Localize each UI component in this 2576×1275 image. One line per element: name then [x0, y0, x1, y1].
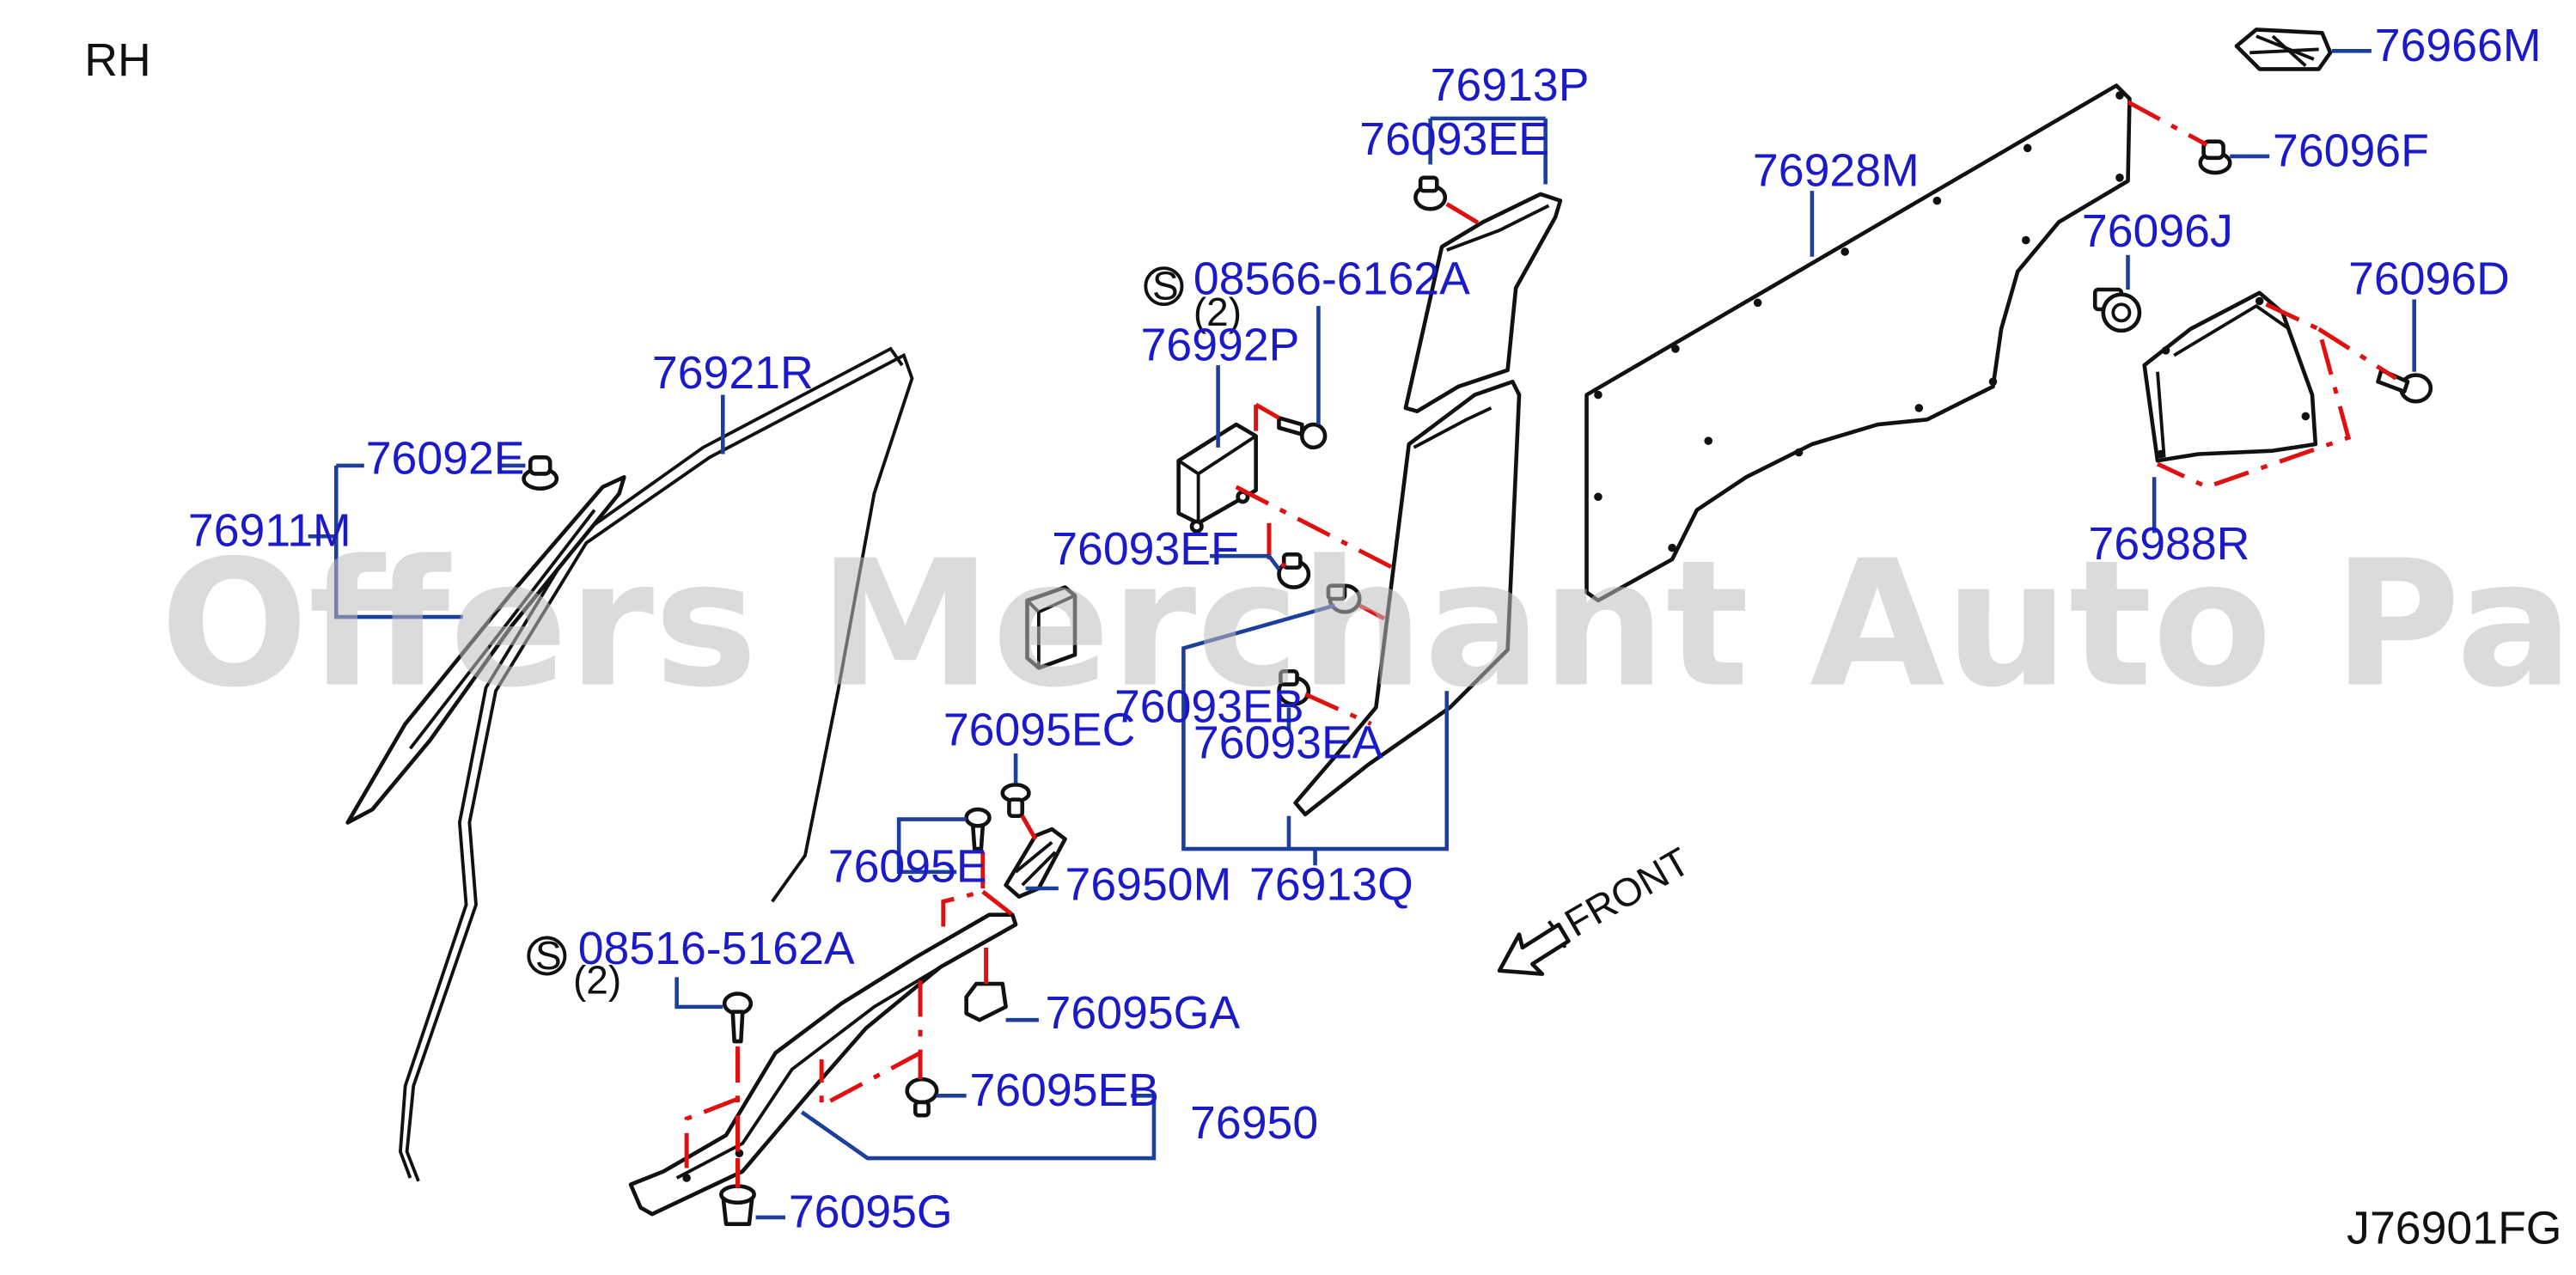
svg-text:S: S — [1152, 264, 1179, 308]
label-76988R[interactable]: 76988R — [2089, 518, 2250, 570]
clip-76092E[interactable] — [522, 455, 559, 491]
label-76093EA[interactable]: 76093EA — [1193, 717, 1383, 769]
clip-76096D[interactable] — [2376, 368, 2433, 404]
label-76092E[interactable]: 76092E — [366, 432, 525, 484]
pin-76095E[interactable] — [964, 807, 992, 851]
label-76928M[interactable]: 76928M — [1753, 144, 1920, 196]
watermark: Offers Merchant Auto Parts Catalog PARTS… — [160, 523, 2576, 726]
grommet-76096J[interactable] — [2092, 287, 2142, 333]
clip-76095EC[interactable] — [1000, 783, 1031, 819]
pad-hidden-label[interactable] — [1025, 585, 1077, 670]
label-76095EC[interactable]: 76095EC — [943, 704, 1136, 755]
clip-76093EA[interactable] — [1277, 668, 1311, 706]
qty-08516: (2) — [573, 958, 621, 1003]
label-76095G[interactable]: 76095G — [789, 1186, 953, 1237]
pillar-garnish-76911M[interactable] — [345, 475, 626, 825]
clip-76093EF[interactable] — [1277, 552, 1311, 589]
label-76095E[interactable]: 76095E — [828, 840, 987, 892]
qty-08566: (2) — [1193, 290, 1242, 334]
pillar-trim-76913P[interactable] — [1403, 192, 1563, 414]
screw-08566[interactable] — [1277, 416, 1328, 450]
front-label: FRONT — [1557, 839, 1697, 945]
part-labels: 76966M 76096F 76913P 76093EE 76928M 7609… — [188, 20, 2542, 1238]
clip-76096F[interactable] — [2198, 139, 2232, 175]
grille-76966M[interactable] — [2234, 27, 2333, 71]
label-76913Q[interactable]: 76913Q — [1249, 858, 1413, 910]
panel-holes — [1594, 91, 2124, 552]
label-76992P[interactable]: 76992P — [1141, 319, 1300, 370]
label-76950[interactable]: 76950 — [1190, 1097, 1318, 1149]
clip-76093EE[interactable] — [1413, 175, 1448, 211]
label-76093EB[interactable]: 76093EB — [1114, 681, 1304, 733]
screw-symbol-08516: S — [527, 933, 567, 978]
screw-symbol-08566: S — [1144, 264, 1184, 308]
figure-code: J76901FG — [2347, 1203, 2561, 1254]
leader-lines — [308, 49, 2417, 1220]
clip-76095EB[interactable] — [905, 1077, 939, 1118]
cover-76988R[interactable] — [2142, 290, 2318, 463]
label-76913P[interactable]: 76913P — [1431, 59, 1590, 111]
front-direction-arrow: FRONT — [1497, 839, 1697, 976]
side-panel-76928M[interactable] — [1584, 83, 2132, 603]
label-76095EB[interactable]: 76095EB — [969, 1065, 1159, 1116]
clip-76093EB[interactable] — [1326, 583, 1362, 614]
label-76093EE[interactable]: 76093EE — [1359, 113, 1549, 165]
label-76093EF[interactable]: 76093EF — [1052, 523, 1239, 575]
bracket-76992P[interactable] — [1176, 422, 1258, 534]
screw-08516[interactable] — [722, 991, 754, 1044]
label-76096D[interactable]: 76096D — [2348, 253, 2510, 305]
label-76095GA[interactable]: 76095GA — [1046, 987, 1241, 1039]
pillar-trim-76913Q[interactable] — [1293, 379, 1522, 817]
svg-text:S: S — [535, 933, 562, 978]
label-76911M[interactable]: 76911M — [188, 505, 351, 557]
side-label: RH — [84, 34, 150, 86]
label-08516-5162A[interactable]: 08516-5162A — [578, 923, 855, 974]
label-08566-6162A[interactable]: 08566-6162A — [1193, 253, 1470, 305]
clip-76095GA[interactable] — [964, 981, 1008, 1022]
label-76950M[interactable]: 76950M — [1065, 858, 1232, 910]
clip-76095G[interactable] — [719, 1184, 756, 1226]
label-76096F[interactable]: 76096F — [2273, 125, 2429, 176]
label-76096J[interactable]: 76096J — [2082, 205, 2233, 257]
label-76921R[interactable]: 76921R — [652, 347, 814, 399]
label-76966M[interactable]: 76966M — [2375, 20, 2542, 71]
weatherstrip-76921R[interactable] — [399, 346, 914, 1182]
